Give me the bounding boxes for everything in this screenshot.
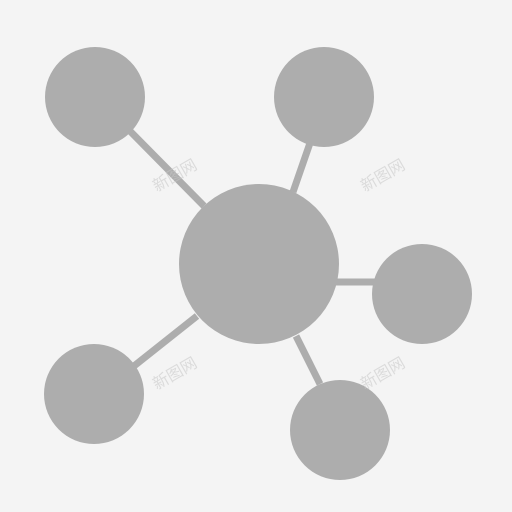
spoke-line-top-right (289, 141, 314, 194)
node-bottom-right (290, 380, 390, 480)
node-bottom-left (44, 344, 144, 444)
spoke-line-bottom-right (292, 334, 324, 386)
hub-center-node (179, 184, 339, 344)
node-top-right (274, 47, 374, 147)
spoke-line-bottom-left (131, 313, 200, 369)
spoke-line-top-left (121, 122, 207, 209)
node-right (372, 244, 472, 344)
node-top-left (45, 47, 145, 147)
